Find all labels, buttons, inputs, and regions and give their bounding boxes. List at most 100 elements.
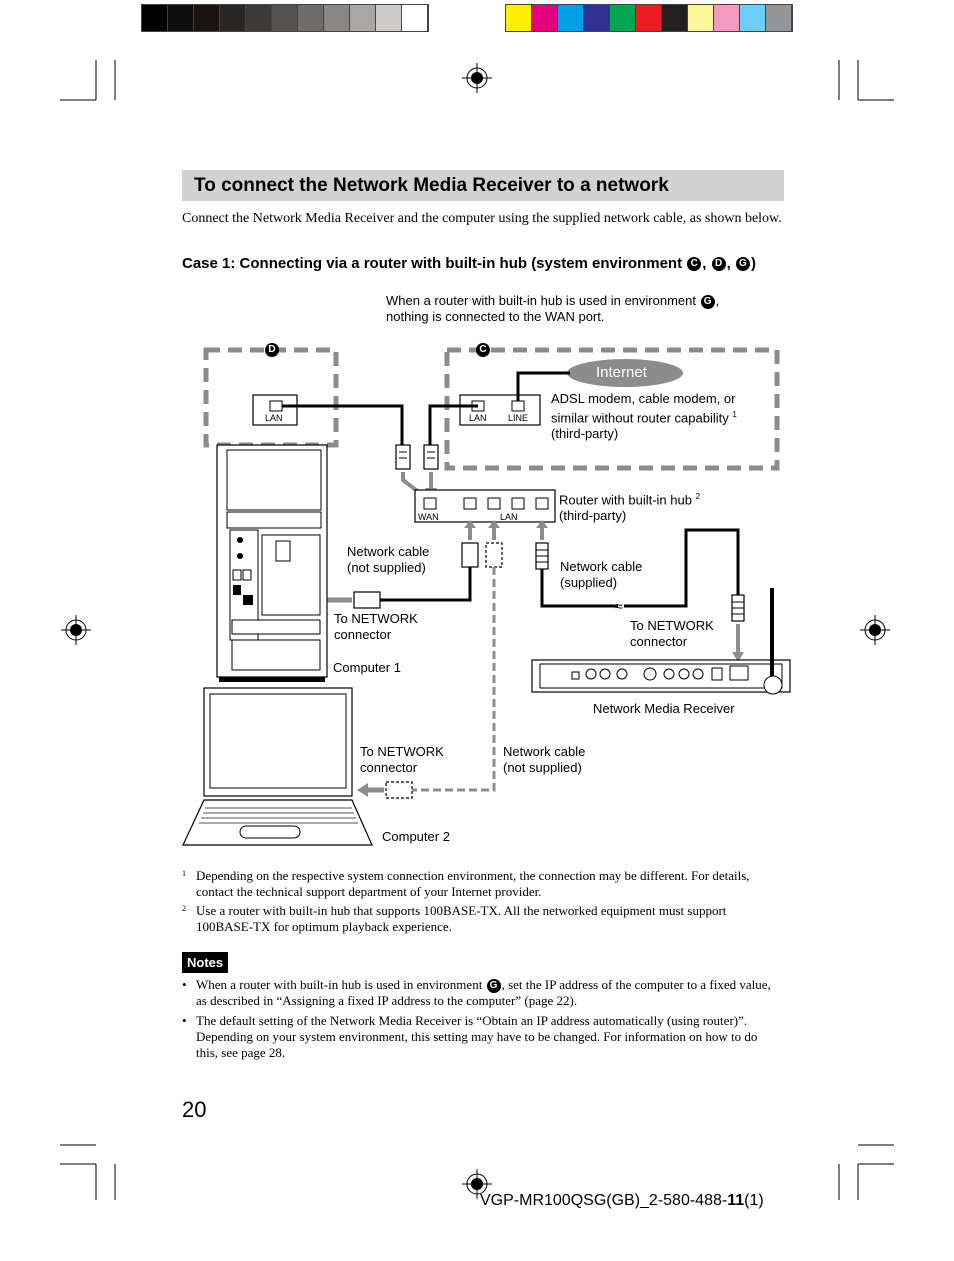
gray-swatch [350, 5, 376, 31]
arrow-head [464, 520, 476, 528]
color-swatch [584, 5, 610, 31]
env-badge-g: G [486, 979, 501, 994]
plug-computer2 [485, 542, 503, 568]
router-lan-port-1 [463, 497, 477, 510]
arrow-head [488, 520, 500, 528]
cable-computer2 [412, 567, 496, 792]
arrow-into-wan [401, 472, 422, 495]
diagram-note-comma: , [715, 293, 720, 308]
modem-lan-label: LAN [469, 413, 487, 423]
registration-mark-left [61, 615, 91, 645]
footnote-mark: 2 [182, 904, 186, 913]
footnote-text: Depending on the respective system conne… [196, 868, 750, 899]
env-badge-c: C [687, 257, 702, 272]
color-swatch [766, 5, 792, 31]
env-badge-g: G [700, 294, 715, 309]
plug-at-computer1 [353, 591, 381, 609]
footnote-1: 1 Depending on the respective system con… [182, 868, 782, 900]
connector-label-line1: To NETWORK [334, 611, 418, 626]
color-swatch [558, 5, 584, 31]
gray-swatch [272, 5, 298, 31]
color-swatch [714, 5, 740, 31]
receiver-label: Network Media Receiver [593, 701, 735, 716]
color-swatch [740, 5, 766, 31]
gray-swatch [246, 5, 272, 31]
color-calibration-bar [505, 4, 793, 32]
color-swatch [506, 5, 532, 31]
gray-swatch [324, 5, 350, 31]
grayscale-calibration-bar [141, 4, 429, 32]
cable-label-line2: (not supplied) [347, 560, 426, 575]
connector-label-line1: To NETWORK [630, 618, 714, 633]
environment-c-box [444, 347, 780, 471]
connector-label-line2: connector [334, 627, 392, 642]
connector-label-line1: To NETWORK [360, 744, 444, 759]
footer-code-bold: 11 [727, 1192, 745, 1209]
computer1-tower [216, 444, 328, 682]
modem-label-line3: (third-party) [551, 426, 619, 442]
footnote-mark: 1 [182, 869, 186, 878]
router-lan-label: LAN [500, 512, 518, 522]
to-network-connector-2: To NETWORK connector [360, 744, 444, 776]
note-item-1: • When a router with built-in hub is use… [182, 977, 782, 1009]
case-close: ) [750, 255, 756, 272]
footer-code-tail: (1) [744, 1192, 764, 1209]
gray-swatch [220, 5, 246, 31]
color-swatch [662, 5, 688, 31]
router-label-line1: Router with built-in hub [559, 492, 692, 508]
color-swatch [688, 5, 714, 31]
computer1-label: Computer 1 [333, 660, 401, 675]
note-text: , set the IP address of the computer to … [196, 977, 771, 1009]
cable-not-supplied-label-2: Network cable (not supplied) [503, 744, 585, 776]
gray-swatch [194, 5, 220, 31]
router-label-line2: (third-party) [559, 508, 627, 524]
connector-label-line2: connector [360, 760, 418, 775]
lan-port-icon [269, 400, 283, 412]
cable-not-supplied-label: Network cable (not supplied) [347, 544, 429, 576]
diagram-note-line1: When a router with built-in hub is used … [386, 293, 696, 308]
lan-label-d: LAN [265, 413, 283, 423]
case-sep: , [726, 255, 731, 272]
env-badge-d: D [711, 257, 726, 272]
note-text: When a router with built-in hub is used … [196, 977, 483, 992]
cable-env-c [428, 404, 478, 445]
footnote-ref-2: 2 [695, 492, 701, 501]
footnote-2: 2 Use a router with built-in hub that su… [182, 903, 782, 935]
plug-at-receiver [731, 594, 745, 622]
registration-mark-right [860, 615, 890, 645]
bullet: • [182, 1013, 187, 1028]
bullet: • [182, 977, 187, 992]
internet-cloud [567, 359, 683, 387]
gray-swatch [402, 5, 428, 31]
case-sep: , [702, 255, 707, 272]
cable-computer1 [378, 567, 472, 602]
modem-label: ADSL modem, cable modem, or similar with… [551, 391, 737, 442]
to-network-connector-1: To NETWORK connector [334, 611, 418, 643]
svg-text:≈: ≈ [615, 598, 623, 614]
cable-label-line2: (supplied) [560, 575, 618, 590]
note-text: The default setting of the Network Media… [196, 1013, 758, 1060]
gray-swatch [168, 5, 194, 31]
registration-mark-bottom [462, 1169, 492, 1199]
env-badge-d: D [265, 343, 279, 357]
case-heading: Case 1: Connecting via a router with bui… [182, 255, 756, 272]
connector-label-line2: connector [630, 634, 688, 649]
gray-swatch [298, 5, 324, 31]
cable-receiver-b [624, 528, 740, 608]
computer2-label: Computer 2 [382, 829, 450, 844]
cable-label-line2: (not supplied) [503, 760, 582, 775]
internet-label: Internet [596, 364, 647, 381]
footnote-text: Use a router with built-in hub that supp… [196, 903, 727, 934]
plug-connector-left [395, 444, 411, 470]
router-box [414, 489, 556, 523]
color-swatch [532, 5, 558, 31]
plug-connector-right [423, 444, 439, 470]
cable-label-line1: Network cable [560, 559, 643, 574]
note-item-2: • The default setting of the Network Med… [182, 1013, 782, 1061]
cable-label-line1: Network cable [347, 544, 430, 559]
to-network-connector-receiver: To NETWORK connector [630, 618, 714, 650]
router-lan-port-4 [535, 497, 549, 510]
env-badge-g: G [735, 257, 750, 272]
